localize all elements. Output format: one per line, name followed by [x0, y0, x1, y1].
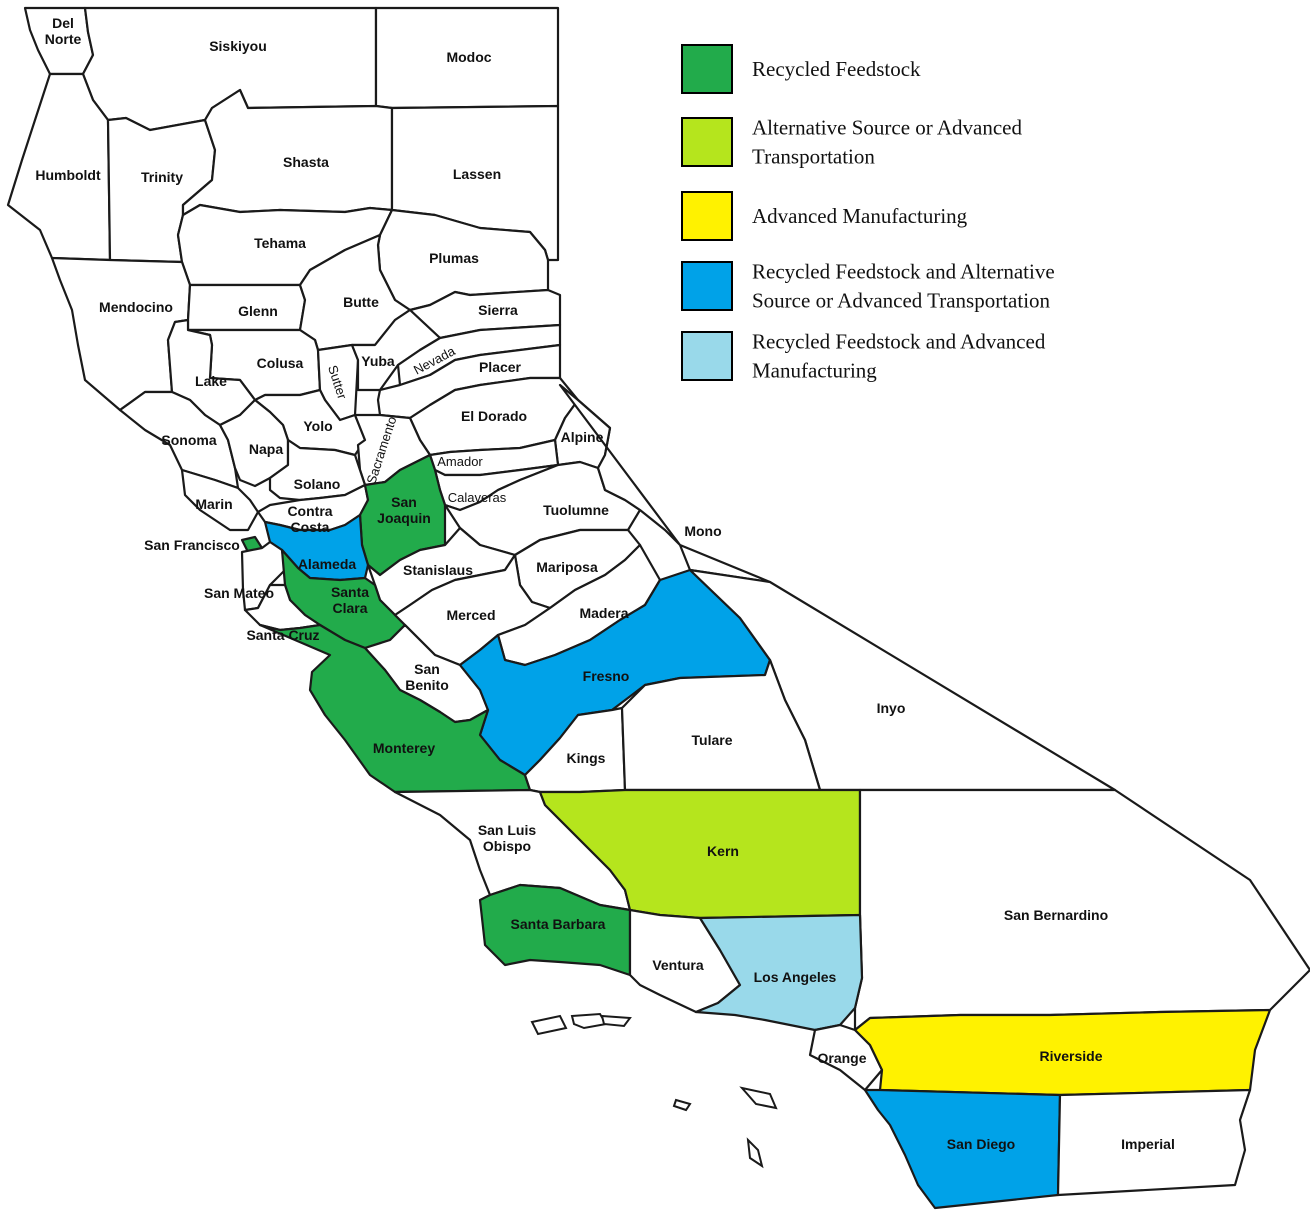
- county-label-alameda: Alameda: [298, 556, 357, 572]
- legend-swatch: [681, 331, 733, 381]
- county-label-los-angeles: Los Angeles: [754, 969, 837, 985]
- county-label-trinity: Trinity: [141, 169, 183, 185]
- county-label-yolo: Yolo: [303, 418, 332, 434]
- county-los-angeles: [694, 913, 864, 1032]
- legend-swatch: [681, 117, 733, 167]
- legend-label: Advanced Manufacturing: [752, 204, 968, 228]
- county-label-lassen: Lassen: [453, 166, 501, 182]
- county-label-kern: Kern: [707, 843, 739, 859]
- county-label-madera: Madera: [579, 605, 628, 621]
- county-label-solano: Solano: [294, 476, 341, 492]
- county-label-sonoma: Sonoma: [161, 432, 216, 448]
- county-label-san-francisco: San Francisco: [144, 537, 240, 553]
- county-label-plumas: Plumas: [429, 250, 479, 266]
- county-label-stanislaus: Stanislaus: [403, 562, 473, 578]
- counties-layer: [6, 6, 1310, 1210]
- island-1: [530, 1014, 568, 1036]
- county-imperial: [1056, 1088, 1252, 1197]
- county-label-san-mateo: San Mateo: [204, 585, 274, 601]
- county-label-napa: Napa: [249, 441, 283, 457]
- county-label-sierra: Sierra: [478, 302, 518, 318]
- county-label-humboldt: Humboldt: [35, 167, 101, 183]
- county-label-imperial: Imperial: [1121, 1136, 1175, 1152]
- county-label-inyo: Inyo: [877, 700, 906, 716]
- county-label-san-bernardino: San Bernardino: [1004, 907, 1108, 923]
- island-2: [570, 1012, 608, 1030]
- county-label-modoc: Modoc: [446, 49, 491, 65]
- county-label-yuba: Yuba: [361, 353, 395, 369]
- county-label-alpine: Alpine: [561, 429, 604, 445]
- county-label-glenn: Glenn: [238, 303, 278, 319]
- county-label-marin: Marin: [195, 496, 232, 512]
- county-label-mono: Mono: [684, 523, 721, 539]
- county-label-tehama: Tehama: [254, 235, 306, 251]
- county-label-mendocino: Mendocino: [99, 299, 173, 315]
- county-label-santa-cruz: Santa Cruz: [246, 627, 319, 643]
- legend-swatch: [681, 44, 733, 94]
- county-label-merced: Merced: [446, 607, 495, 623]
- island-5: [746, 1137, 764, 1169]
- county-riverside: [853, 1008, 1272, 1097]
- legend-swatch: [681, 191, 733, 241]
- island-6: [672, 1098, 692, 1112]
- county-solano: [268, 438, 367, 502]
- county-san-diego: [863, 1088, 1062, 1210]
- channel-islands: [530, 1012, 778, 1169]
- county-label-calaveras: Calaveras: [448, 490, 507, 505]
- county-label-shasta: Shasta: [283, 154, 329, 170]
- county-label-riverside: Riverside: [1039, 1048, 1102, 1064]
- county-label-amador: Amador: [437, 454, 483, 469]
- county-label-lake: Lake: [195, 373, 227, 389]
- county-label-colusa: Colusa: [257, 355, 304, 371]
- legend-swatch: [681, 261, 733, 311]
- county-label-kings: Kings: [567, 750, 606, 766]
- county-label-ventura: Ventura: [652, 957, 704, 973]
- legend-item-1: Recycled Feedstock: [681, 44, 921, 94]
- county-monterey: [258, 623, 532, 794]
- county-san-mateo: [240, 540, 287, 612]
- county-label-santa-barbara: Santa Barbara: [511, 916, 606, 932]
- county-marin: [180, 468, 260, 532]
- county-label-tulare: Tulare: [692, 732, 733, 748]
- county-label-monterey: Monterey: [373, 740, 435, 756]
- county-label-el-dorado: El Dorado: [461, 408, 527, 424]
- legend-item-3: Advanced Manufacturing: [681, 191, 968, 241]
- island-3: [600, 1014, 632, 1028]
- county-mono: [558, 383, 772, 584]
- county-label-placer: Placer: [479, 359, 522, 375]
- legend-label: Recycled Feedstock: [752, 57, 921, 81]
- island-4: [739, 1086, 778, 1110]
- county-label-butte: Butte: [343, 294, 379, 310]
- county-label-mariposa: Mariposa: [536, 559, 598, 575]
- county-label-orange: Orange: [817, 1050, 866, 1066]
- county-label-fresno: Fresno: [583, 668, 630, 684]
- county-shasta: [181, 88, 394, 217]
- county-label-siskiyou: Siskiyou: [209, 38, 267, 54]
- county-label-san-diego: San Diego: [947, 1136, 1015, 1152]
- county-label-tuolumne: Tuolumne: [543, 502, 609, 518]
